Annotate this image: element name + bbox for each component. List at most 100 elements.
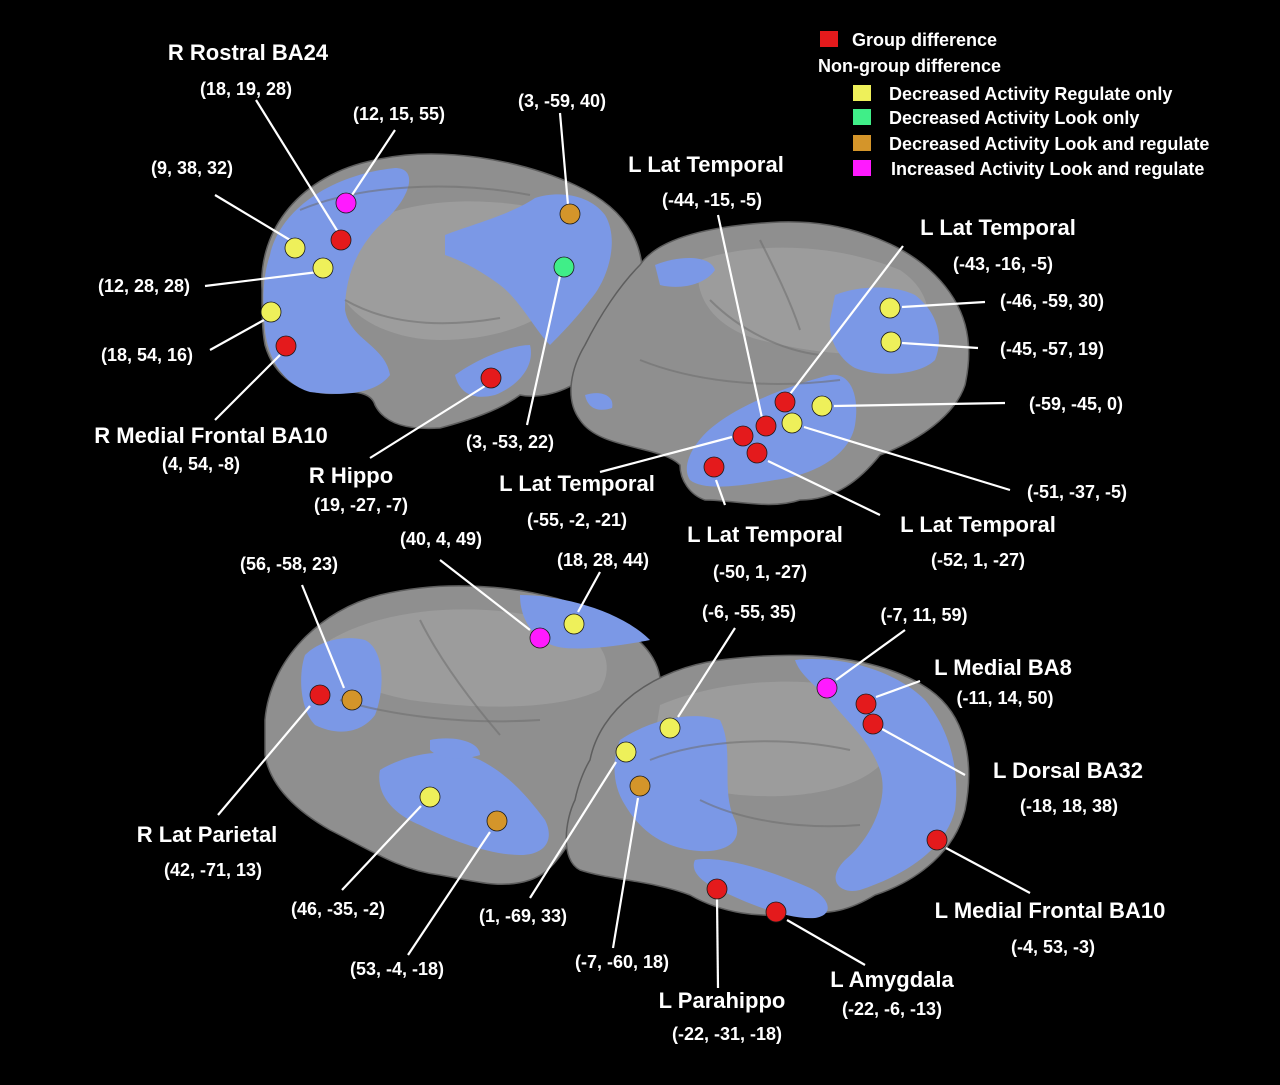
markers — [260, 192, 948, 923]
label-coord-r-3-59-40: (3, -59, 40) — [518, 91, 606, 111]
leader-l-medial-frontal-ba10 — [945, 847, 1031, 894]
label-name-l-parahippo: L Parahippo — [659, 988, 786, 1013]
leader-r-40-4-49 — [439, 559, 531, 631]
label-coord-r-18-54-16: (18, 54, 16) — [101, 345, 193, 365]
label-name-l-amygdala: L Amygdala — [830, 967, 954, 992]
leader-l-lat-temporal-3 — [599, 435, 733, 474]
leader-r-lat-parietal — [217, 705, 311, 816]
marker-r-53-4-18 — [486, 810, 508, 832]
label-name-l-medial-frontal-ba10: L Medial Frontal BA10 — [935, 898, 1166, 923]
marker-r-18-28-44 — [563, 613, 585, 635]
label-coord-r-40-4-49: (40, 4, 49) — [400, 529, 482, 549]
label-name-l-lat-temporal-4: L Lat Temporal — [687, 522, 843, 547]
legend-swatch-group — [820, 31, 838, 47]
label-coord-l-59-45-0: (-59, -45, 0) — [1029, 394, 1123, 414]
label-coord-l-lat-temporal-3: (-55, -2, -21) — [527, 510, 627, 530]
marker-r-medial-frontal-ba10 — [275, 335, 297, 357]
marker-r-56-58-23 — [341, 689, 363, 711]
label-coord-l-amygdala: (-22, -6, -13) — [842, 999, 942, 1019]
label-name-l-lat-temporal-5: L Lat Temporal — [900, 512, 1056, 537]
leader-l-lat-temporal-1 — [716, 214, 764, 419]
marker-r-18-54-16 — [260, 301, 282, 323]
leader-r-18-54-16 — [209, 319, 265, 351]
marker-l-46-59-30 — [879, 297, 901, 319]
marker-l-lat-temporal-1 — [755, 415, 777, 437]
legend-label-group: Group difference — [852, 30, 997, 50]
leader-r-46-35-2 — [341, 805, 422, 891]
label-coord-r-rostral-ba24: (18, 19, 28) — [200, 79, 292, 99]
marker-r-9-38-32 — [284, 237, 306, 259]
label-coord-r-hippo: (19, -27, -7) — [314, 495, 408, 515]
leader-lines — [204, 99, 1031, 989]
leader-l-51-37-5 — [803, 425, 1011, 492]
legend: Group difference Non-group difference De… — [818, 30, 1209, 179]
marker-l-medial-frontal-ba10 — [926, 829, 948, 851]
leader-l-amygdala — [786, 919, 866, 966]
label-name-l-lat-temporal-3: L Lat Temporal — [499, 471, 655, 496]
marker-r-3-53-22 — [553, 256, 575, 278]
brain-right-medial — [261, 153, 644, 430]
label-coord-r-18-28-44: (18, 28, 44) — [557, 550, 649, 570]
label-coord-r-53-4-18: (53, -4, -18) — [350, 959, 444, 979]
label-coord-r-lat-parietal: (42, -71, 13) — [164, 860, 262, 880]
marker-l-51-37-5 — [781, 412, 803, 434]
label-coord-l-6-55-35: (-6, -55, 35) — [702, 602, 796, 622]
label-coord-r-12-28-28: (12, 28, 28) — [98, 276, 190, 296]
label-coord-l-1-69-33: (1, -69, 33) — [479, 906, 567, 926]
label-coord-l-45-57-19: (-45, -57, 19) — [1000, 339, 1104, 359]
marker-l-45-57-19 — [880, 331, 902, 353]
leader-l-46-59-30 — [901, 300, 986, 309]
marker-l-7-60-18 — [629, 775, 651, 797]
marker-r-12-28-28 — [312, 257, 334, 279]
label-name-r-medial-frontal-ba10: R Medial Frontal BA10 — [94, 423, 327, 448]
leader-r-3-59-40 — [558, 112, 570, 206]
marker-r-3-59-40 — [559, 203, 581, 225]
brain-right-lateral — [264, 585, 662, 886]
legend-label-look: Decreased Activity Look only — [889, 108, 1139, 128]
legend-swatch-both — [853, 135, 871, 151]
marker-r-lat-parietal — [309, 684, 331, 706]
marker-l-medial-ba8 — [855, 693, 877, 715]
leader-l-45-57-19 — [901, 341, 979, 350]
leader-l-lat-temporal-4 — [714, 479, 727, 506]
leader-l-dorsal-ba32 — [881, 728, 966, 776]
leader-r-rostral-ba24 — [255, 99, 339, 233]
label-coord-l-medial-ba8: (-11, 14, 50) — [956, 688, 1053, 708]
label-coord-l-dorsal-ba32: (-18, 18, 38) — [1020, 796, 1118, 816]
marker-l-lat-temporal-2 — [774, 391, 796, 413]
marker-r-12-15-55 — [335, 192, 357, 214]
legend-label-both: Decreased Activity Look and regulate — [889, 134, 1209, 154]
marker-r-40-4-49 — [529, 627, 551, 649]
marker-l-1-69-33 — [615, 741, 637, 763]
label-coord-l-medial-frontal-ba10: (-4, 53, -3) — [1011, 937, 1095, 957]
marker-l-lat-temporal-5 — [746, 442, 768, 464]
labels: R Rostral BA24 (18, 19, 28) (12, 15, 55)… — [94, 40, 1165, 1044]
legend-swatch-increase — [853, 160, 871, 176]
marker-l-6-55-35 — [659, 717, 681, 739]
marker-l-7-11-59 — [816, 677, 838, 699]
label-coord-l-7-11-59: (-7, 11, 59) — [880, 605, 967, 625]
leader-l-6-55-35 — [677, 627, 736, 718]
legend-label-regulate: Decreased Activity Regulate only — [889, 84, 1172, 104]
label-name-l-dorsal-ba32: L Dorsal BA32 — [993, 758, 1143, 783]
legend-swatch-regulate — [853, 85, 871, 101]
label-coord-r-12-15-55: (12, 15, 55) — [353, 104, 445, 124]
marker-r-rostral-ba24 — [330, 229, 352, 251]
leader-r-medial-frontal-ba10 — [214, 354, 281, 421]
leader-l-parahippo — [715, 897, 720, 989]
legend-heading-nongroup: Non-group difference — [818, 56, 1001, 76]
marker-l-dorsal-ba32 — [862, 713, 884, 735]
label-coord-r-medial-frontal-ba10: (4, 54, -8) — [162, 454, 240, 474]
leader-l-lat-temporal-5 — [767, 460, 881, 516]
leader-r-56-58-23 — [300, 584, 346, 689]
leader-r-12-28-28 — [204, 270, 319, 288]
label-coord-r-9-38-32: (9, 38, 32) — [151, 158, 233, 178]
label-coord-l-parahippo: (-22, -31, -18) — [672, 1024, 782, 1044]
label-coord-l-46-59-30: (-46, -59, 30) — [1000, 291, 1104, 311]
leader-l-1-69-33 — [529, 761, 617, 899]
label-name-l-medial-ba8: L Medial BA8 — [934, 655, 1072, 680]
label-coord-l-lat-temporal-1: (-44, -15, -5) — [662, 190, 762, 210]
marker-l-lat-temporal-4 — [703, 456, 725, 478]
marker-r-hippo — [480, 367, 502, 389]
